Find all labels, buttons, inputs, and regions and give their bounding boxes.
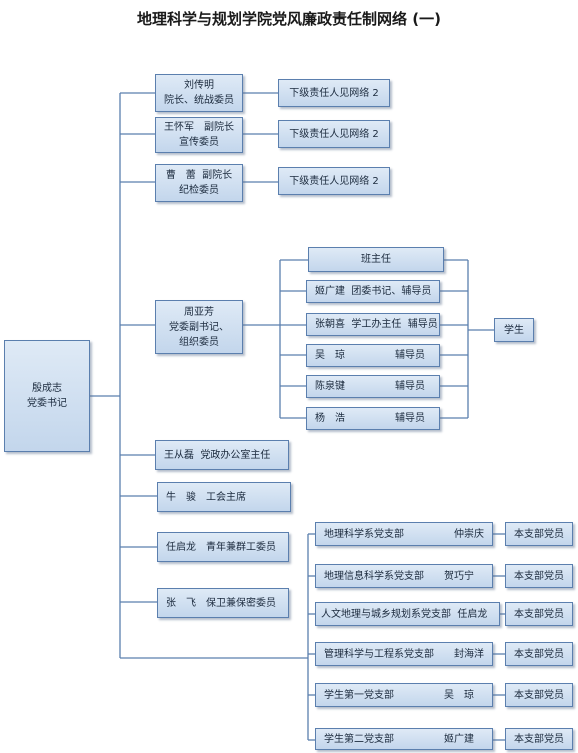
- branch-label: 人文地理与城乡规划系党支部 任启龙: [321, 608, 488, 620]
- branch-node-2: 地理信息科学系党支部 贺巧宁: [315, 564, 493, 588]
- other-node-1: 王从磊 党政办公室主任: [155, 440, 289, 470]
- leader-name: 王怀军 副院长: [164, 122, 234, 133]
- members-label: 本支部党员: [514, 528, 564, 540]
- child-label: 陈泉键 辅导员: [315, 381, 425, 392]
- deputy-node: 周亚芳 党委副书记、 组织委员: [155, 300, 243, 354]
- leader-node-3: 曹 蕾 副院长 纪检委员: [155, 164, 243, 202]
- branch-node-4: 管理科学与工程系党支部 封海洋: [315, 642, 493, 666]
- members-label: 本支部党员: [514, 733, 564, 745]
- branch-label: 地理科学系党支部 仲崇庆: [324, 528, 484, 540]
- other-label: 张 飞 保卫兼保密委员: [166, 597, 276, 609]
- sub-node-2: 下级责任人见网络 2: [278, 120, 390, 148]
- leader-role: 宣传委员: [179, 137, 219, 148]
- branch-label: 学生第二党支部 姬广建: [324, 733, 474, 745]
- deputy-role-2: 组织委员: [179, 336, 219, 348]
- branch-members-3: 本支部党员: [505, 602, 573, 626]
- deputy-child-6: 杨 浩 辅导员: [306, 407, 440, 430]
- deputy-child-5: 陈泉键 辅导员: [306, 375, 440, 398]
- deputy-child-4: 吴 琼 辅导员: [306, 344, 440, 367]
- branch-node-5: 学生第一党支部 吴 琼: [315, 683, 493, 707]
- sub-label: 下级责任人见网络 2: [289, 87, 379, 99]
- deputy-role: 党委副书记、: [169, 321, 229, 333]
- other-label: 任启龙 青年兼群工委员: [166, 541, 276, 553]
- deputy-child-3: 张朝喜 学工办主任 辅导员: [306, 313, 440, 336]
- members-label: 本支部党员: [514, 570, 564, 582]
- members-label: 本支部党员: [514, 608, 564, 620]
- root-node: 殷成志 党委书记: [4, 340, 90, 452]
- other-label: 王从磊 党政办公室主任: [164, 449, 271, 461]
- branch-members-4: 本支部党员: [505, 642, 573, 666]
- child-label: 张朝喜 学工办主任 辅导员: [315, 319, 438, 330]
- branch-members-2: 本支部党员: [505, 564, 573, 588]
- branch-node-6: 学生第二党支部 姬广建: [315, 728, 493, 750]
- branch-node-3: 人文地理与城乡规划系党支部 任启龙: [315, 602, 500, 626]
- other-node-3: 任启龙 青年兼群工委员: [157, 532, 289, 562]
- deputy-child-1: 班主任: [308, 247, 444, 272]
- branch-label: 学生第一党支部 吴 琼: [324, 689, 474, 701]
- members-label: 本支部党员: [514, 648, 564, 660]
- page-title: 地理科学与规划学院党风廉政责任制网络 (一): [137, 10, 441, 28]
- sub-node-3: 下级责任人见网络 2: [278, 167, 390, 195]
- students-label: 学生: [504, 324, 524, 336]
- other-node-2: 牛 骏 工会主席: [157, 482, 291, 512]
- leader-node-1: 刘传明 院长、统战委员: [155, 74, 243, 112]
- leader-role: 纪检委员: [179, 185, 219, 196]
- leader-name: 曹 蕾 副院长: [165, 170, 233, 181]
- branch-node-1: 地理科学系党支部 仲崇庆: [315, 522, 493, 546]
- branch-label: 地理信息科学系党支部 贺巧宁: [324, 570, 474, 582]
- child-label: 杨 浩 辅导员: [315, 413, 425, 424]
- leader-name: 刘传明: [184, 80, 214, 91]
- sub-label: 下级责任人见网络 2: [289, 128, 379, 140]
- deputy-child-2: 姬广建 团委书记、辅导员: [306, 280, 440, 303]
- root-name: 殷成志: [32, 383, 62, 394]
- sub-label: 下级责任人见网络 2: [289, 175, 379, 187]
- child-label: 吴 琼 辅导员: [315, 350, 425, 361]
- sub-node-1: 下级责任人见网络 2: [278, 79, 390, 107]
- other-node-4: 张 飞 保卫兼保密委员: [157, 588, 289, 618]
- branch-members-6: 本支部党员: [505, 728, 573, 750]
- child-label: 班主任: [361, 254, 391, 265]
- root-title: 党委书记: [27, 398, 67, 409]
- leader-role: 院长、统战委员: [164, 95, 234, 106]
- members-label: 本支部党员: [514, 689, 564, 701]
- students-node: 学生: [494, 318, 534, 342]
- other-label: 牛 骏 工会主席: [166, 491, 246, 503]
- leader-node-2: 王怀军 副院长 宣传委员: [155, 117, 243, 153]
- branch-members-5: 本支部党员: [505, 683, 573, 707]
- child-label: 姬广建 团委书记、辅导员: [315, 286, 432, 297]
- branch-label: 管理科学与工程系党支部 封海洋: [324, 648, 484, 660]
- branch-members-1: 本支部党员: [505, 522, 573, 546]
- deputy-name: 周亚芳: [184, 306, 214, 318]
